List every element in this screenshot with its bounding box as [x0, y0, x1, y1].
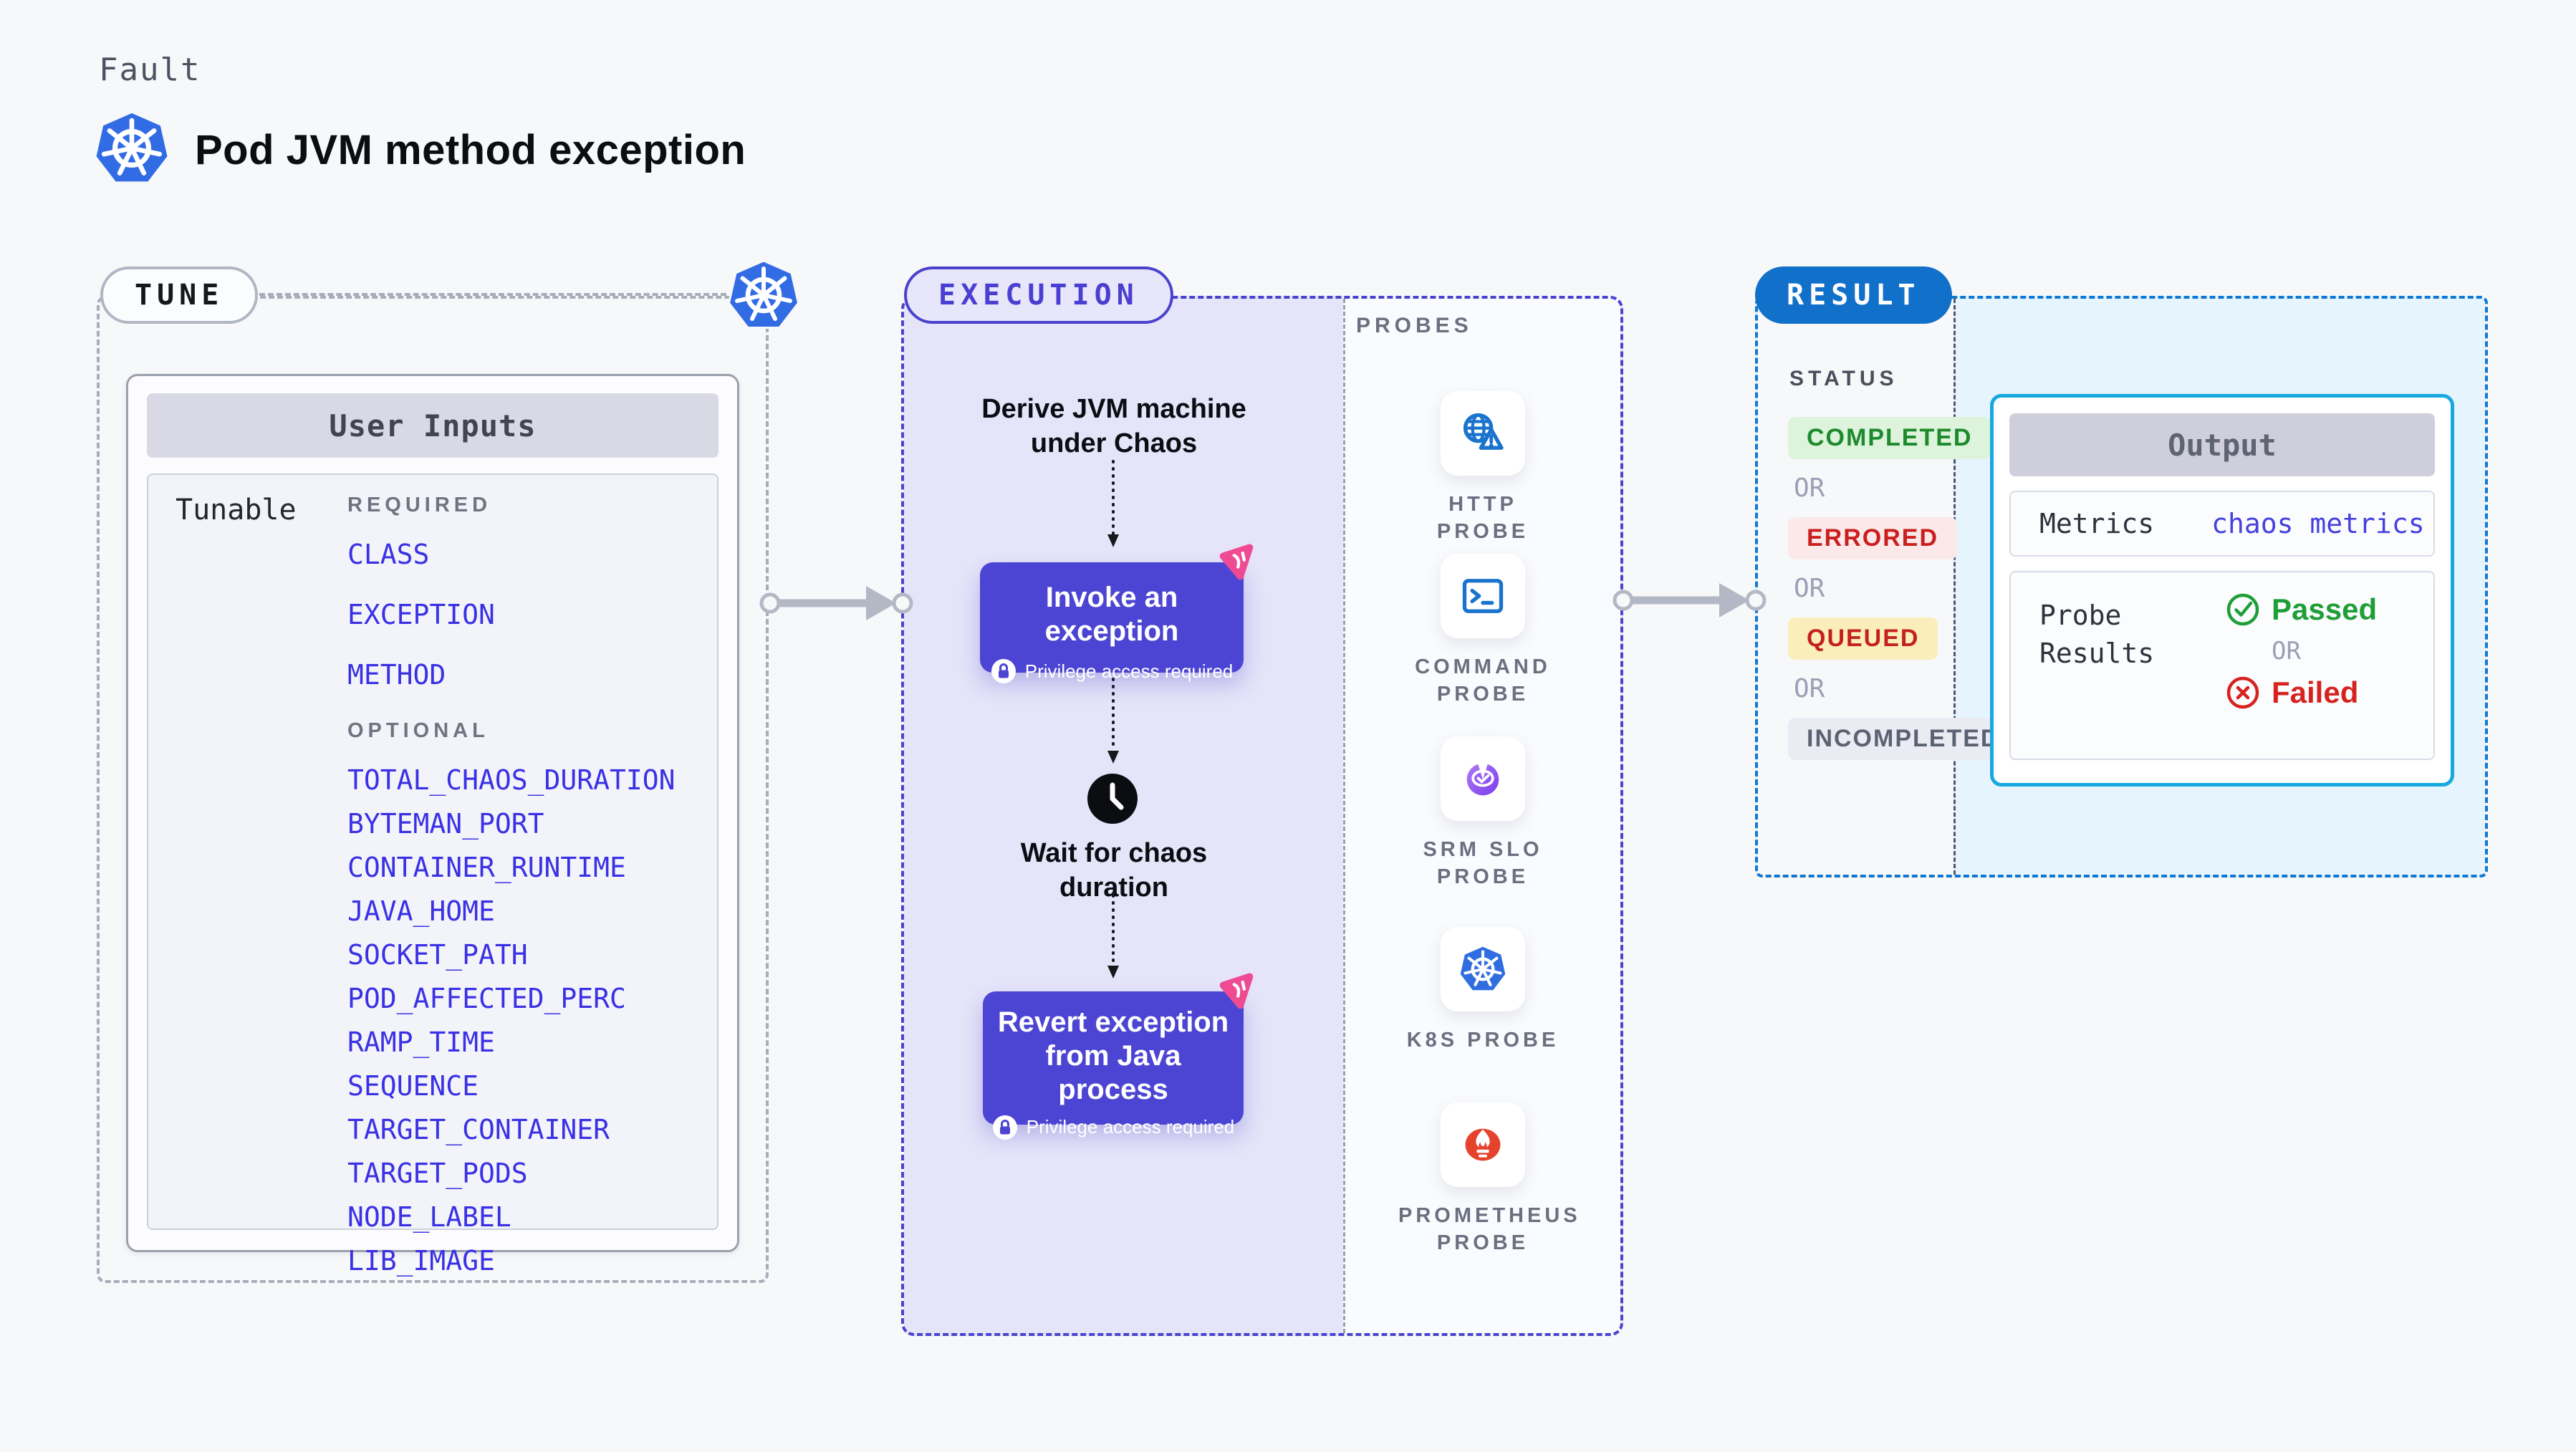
probe-label: PROMETHEUS PROBE: [1398, 1204, 1581, 1254]
tunable-item: TARGET_PODS: [347, 1158, 528, 1189]
result-divider: [1953, 299, 1956, 875]
status-list: COMPLETED OR ERRORED OR QUEUED OR INCOMP…: [1788, 417, 2019, 774]
tunable-item: EXCEPTION: [347, 599, 495, 630]
tunable-item: CLASS: [347, 539, 430, 570]
tune-connector-line: [259, 293, 726, 296]
failed-label: Failed: [2272, 675, 2359, 709]
tunable-item: POD_AFFECTED_PERC: [347, 983, 626, 1014]
kubernetes-icon: [1460, 946, 1506, 991]
tunable-item: SOCKET_PATH: [347, 939, 528, 971]
probe-results-label: Probe Results: [2039, 600, 2155, 670]
metrics-label: Metrics: [2039, 508, 2155, 539]
or-separator: OR: [2272, 637, 2301, 665]
chaos-spark-icon: [1219, 973, 1254, 1009]
probe-results-row: Probe Results Passed OR Fai: [2009, 571, 2435, 760]
clock-icon: [1087, 774, 1138, 824]
tune-zone: [97, 296, 769, 1283]
metrics-value[interactable]: chaos metrics: [2211, 508, 2425, 539]
probe-item-http: HTTP PROBE: [1398, 391, 1567, 545]
status-badge-completed: COMPLETED: [1788, 417, 1991, 459]
execution-pill[interactable]: EXECUTION: [904, 266, 1173, 324]
fault-kicker: Fault: [99, 52, 201, 88]
derive-step-text: Derive JVM machine under Chaos: [981, 394, 1246, 458]
tunable-item: SEQUENCE: [347, 1070, 479, 1102]
flow-connector-arrow: [1107, 460, 1119, 547]
tunable-row-label: Tunable: [176, 494, 297, 527]
probe-label: COMMAND PROBE: [1415, 655, 1551, 706]
passed-label: Passed: [2272, 592, 2378, 626]
probes-divider: [1343, 299, 1345, 1333]
or-separator: OR: [1794, 574, 1825, 603]
prometheus-icon: [1465, 1128, 1501, 1161]
kubernetes-icon: [96, 113, 168, 182]
kubernetes-icon: [728, 259, 799, 329]
tunable-item: BYTEMAN_PORT: [347, 808, 544, 840]
privilege-note: Privilege access required: [1024, 660, 1234, 682]
tunable-item: RAMP_TIME: [347, 1027, 495, 1058]
tune-pill[interactable]: TUNE: [100, 266, 259, 324]
lock-icon: [992, 1115, 1017, 1140]
tunable-item: CONTAINER_RUNTIME: [347, 852, 626, 883]
status-badge-incompleted: INCOMPLETED: [1788, 718, 2019, 760]
output-card: Output Metrics chaos metrics Probe Resul…: [1990, 394, 2454, 787]
status-section-label: STATUS: [1789, 367, 1898, 390]
tunable-item: METHOD: [347, 659, 446, 691]
tune-to-execution-arrow: [759, 586, 913, 620]
or-separator: OR: [1794, 674, 1825, 703]
metrics-row: Metrics chaos metrics: [2009, 491, 2435, 557]
probe-card: [1441, 736, 1525, 821]
probes-section-label: PROBES: [1356, 314, 1473, 337]
tunable-item: TARGET_CONTAINER: [347, 1114, 610, 1145]
wait-step-text: Wait for chaos duration: [1020, 838, 1208, 903]
probe-item-k8s: K8S PROBE: [1398, 927, 1567, 1054]
page-title: Pod JVM method exception: [195, 127, 746, 173]
probe-label: K8S PROBE: [1406, 1029, 1559, 1052]
globe-alert-icon: [1463, 413, 1504, 450]
slo-gauge-icon: [1466, 763, 1499, 796]
flow-connector-arrow: [1107, 894, 1119, 979]
output-title: Output: [2009, 413, 2435, 476]
or-separator: OR: [1794, 473, 1825, 503]
execution-to-result-arrow: [1613, 583, 1767, 617]
user-inputs-card: User Inputs Tunable REQUIRED CLASS EXCEPT…: [126, 374, 739, 1276]
invoke-exception-title: Invoke an exception: [1044, 582, 1179, 648]
revert-exception-step[interactable]: Revert exception from Java process Privi…: [983, 973, 1254, 1140]
check-circle-icon: [2226, 593, 2259, 626]
tunable-item: NODE_LABEL: [347, 1201, 511, 1233]
tunable-item: TOTAL_CHAOS_DURATION: [347, 764, 676, 796]
user-inputs-title: User Inputs: [147, 393, 719, 458]
probe-item-command: COMMAND PROBE: [1398, 554, 1567, 708]
probe-item-prometheus: PROMETHEUS PROBE: [1398, 1102, 1581, 1256]
required-section-label: REQUIRED: [347, 494, 492, 516]
probe-card: [1441, 927, 1525, 1011]
status-badge-queued: QUEUED: [1788, 617, 1938, 660]
optional-items-list: TOTAL_CHAOS_DURATION BYTEMAN_PORT CONTAINE…: [347, 764, 713, 1276]
probe-item-srm-slo: SRM SLO PROBE: [1398, 736, 1567, 890]
lock-icon: [991, 659, 1016, 684]
probe-label: SRM SLO PROBE: [1423, 838, 1543, 888]
optional-section-label: OPTIONAL: [347, 719, 489, 742]
tunables-panel: Tunable REQUIRED CLASS EXCEPTION METHOD OP…: [147, 473, 719, 1276]
revert-exception-title: Revert exception from Java process: [997, 1006, 1229, 1106]
invoke-exception-step[interactable]: Invoke an exception Privilege access req…: [980, 544, 1254, 684]
flow-connector-arrow: [1107, 678, 1119, 764]
probe-card: [1441, 391, 1525, 476]
x-circle-icon: [2226, 676, 2259, 709]
result-pill[interactable]: RESULT: [1755, 266, 1952, 324]
terminal-icon: [1462, 579, 1504, 613]
probe-card: [1441, 1102, 1525, 1187]
chaos-spark-icon: [1219, 544, 1254, 580]
tunable-item: JAVA_HOME: [347, 895, 495, 927]
probe-label: HTTP PROBE: [1436, 493, 1529, 543]
probe-card: [1441, 554, 1525, 638]
privilege-note: Privilege access required: [1026, 1116, 1235, 1138]
required-items-list: CLASS EXCEPTION METHOD: [347, 539, 713, 691]
tunable-item: LIB_IMAGE: [347, 1245, 495, 1276]
status-badge-errored: ERRORED: [1788, 517, 1958, 559]
